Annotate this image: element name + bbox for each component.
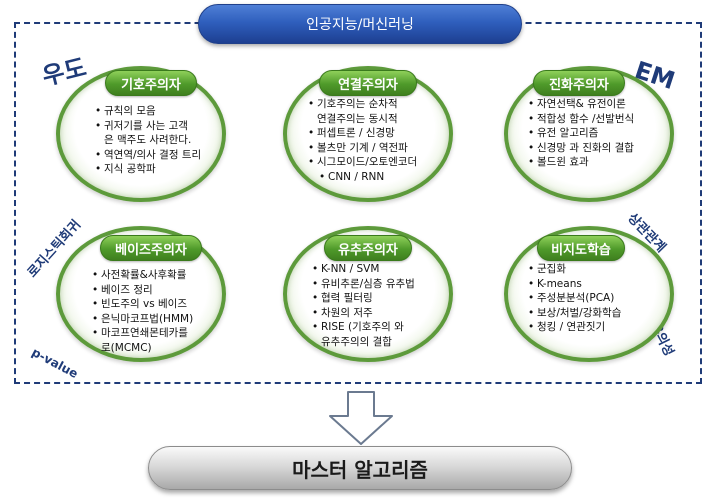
school-item: 유비추론/심층 유추법 bbox=[312, 277, 452, 292]
school-items-connectionists: 기호주의는 순차적 연결주의는 동시적 퍼셉트론 / 신경망 볼츠만 기계 / … bbox=[308, 97, 448, 184]
school-label-symbolists: 기호주의자 bbox=[105, 70, 197, 96]
school-item: 군집화 bbox=[528, 262, 638, 277]
school-item: 마코프연쇄몬테카를 로(MCMC) bbox=[92, 326, 232, 355]
school-item: K-NN / SVM bbox=[312, 262, 452, 277]
school-item: 유전 알고리즘 bbox=[528, 126, 668, 141]
school-item: 역연역/의사 결정 트리 bbox=[95, 148, 223, 163]
school-items-symbolists: 규칙의 모음 귀저기를 사는 고객 은 맥주도 사려한다. 역연역/의사 결정 … bbox=[95, 104, 223, 177]
school-item: 베이즈 정리 bbox=[92, 283, 232, 298]
school-items-analogizers: K-NN / SVM 유비추론/심층 유추법 협력 필터링 차원의 저주 RIS… bbox=[312, 262, 452, 349]
school-item: 사전확률&사후확률 bbox=[92, 268, 232, 283]
school-label-unsupervised: 비지도학습 bbox=[537, 235, 625, 261]
school-label-evolutionaries: 진화주의자 bbox=[533, 70, 625, 96]
result-banner-master-algorithm: 마스터 알고리즘 bbox=[148, 446, 572, 490]
school-item: RISE (기호주의 와 유추주의의 결합 bbox=[312, 320, 452, 349]
school-item: 은닉마코프법(HMM) bbox=[92, 312, 232, 327]
school-item: 볼드윈 효과 bbox=[528, 155, 668, 170]
school-item: K-means bbox=[528, 277, 638, 292]
school-item: 규칙의 모음 bbox=[95, 104, 223, 119]
school-item: 기호주의는 순차적 연결주의는 동시적 bbox=[308, 97, 448, 126]
school-items-evolutionaries: 자연선택& 유전이론 적합성 함수 /선발번식 유전 알고리즘 신경망 과 진화… bbox=[528, 97, 668, 170]
school-item: 지식 공학파 bbox=[95, 162, 223, 177]
school-item: 빈도주의 vs 베이즈 bbox=[92, 297, 232, 312]
school-item: 주성분분석(PCA) bbox=[528, 291, 638, 306]
down-arrow-icon bbox=[329, 391, 393, 445]
school-items-unsupervised: 군집화 K-means 주성분분석(PCA) 보상/처벌/강화학습 청킹 / 연… bbox=[528, 262, 638, 335]
school-item: 볼츠만 기계 / 역전파 bbox=[308, 141, 448, 156]
school-label-analogizers: 유추주의자 bbox=[324, 235, 412, 261]
school-item: 시그모이드/오토엔코더 bbox=[308, 155, 448, 170]
school-item: 귀저기를 사는 고객 은 맥주도 사려한다. bbox=[95, 119, 223, 148]
school-subitem: CNN / RNN bbox=[308, 170, 448, 185]
school-item: 자연선택& 유전이론 bbox=[528, 97, 668, 112]
school-item: 적합성 함수 /선발번식 bbox=[528, 112, 668, 127]
school-items-bayesians: 사전확률&사후확률 베이즈 정리 빈도주의 vs 베이즈 은닉마코프법(HMM)… bbox=[92, 268, 232, 355]
school-label-connectionists: 연결주의자 bbox=[319, 70, 417, 96]
school-item: 차원의 저주 bbox=[312, 306, 452, 321]
school-item: 청킹 / 연관짓기 bbox=[528, 320, 638, 335]
school-label-bayesians: 베이즈주의자 bbox=[100, 235, 202, 261]
school-item: 협력 필터링 bbox=[312, 291, 452, 306]
title-banner: 인공지능/머신러닝 bbox=[198, 4, 522, 44]
school-item: 신경망 과 진화의 결합 bbox=[528, 141, 668, 156]
school-item: 보상/처벌/강화학습 bbox=[528, 306, 638, 321]
school-item: 퍼셉트론 / 신경망 bbox=[308, 126, 448, 141]
